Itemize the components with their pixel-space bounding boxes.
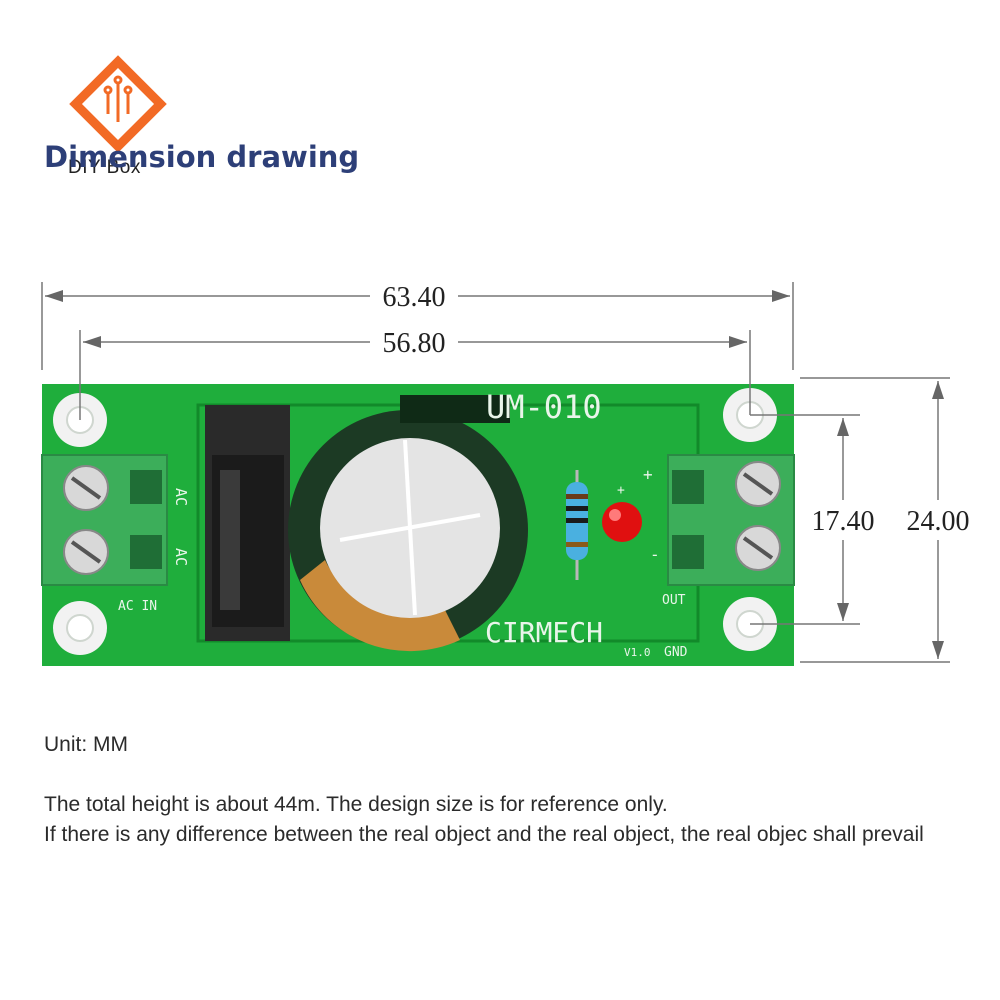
led [602,502,642,542]
silk-model: UM-010 [486,388,602,426]
notes-block: Unit: MM The total height is about 44m. … [44,730,964,850]
input-terminal-block [41,454,168,586]
capacitor [288,395,528,652]
difference-note: If there is any difference between the r… [44,823,924,846]
silk-ac-in: AC IN [118,599,157,614]
unit-note: Unit: MM [44,733,128,756]
silk-minus: - [650,545,660,564]
page-title: Dimension drawing [44,140,360,174]
dim-hole-spacing-x: 56.80 [383,328,446,359]
silk-out: OUT [662,593,686,608]
silk-ac-top: AC [172,488,190,506]
dim-overall-height: 24.00 [907,506,970,537]
dim-overall-width: 63.40 [383,282,446,313]
bridge-rectifier [205,405,290,641]
diy-box-logo [69,55,167,153]
resistor [566,470,588,580]
dim-hole-spacing-y: 17.40 [812,506,875,537]
silk-maker: CIRMECH [485,616,603,649]
logo-text: DIY Box [68,157,141,178]
silk-ac-bottom: AC [172,548,190,566]
output-terminal-block [667,454,795,586]
silk-plus-led: + [617,483,625,498]
silk-gnd: GND [664,645,688,660]
silk-plus-top: + [643,465,653,484]
mounting-hole-bottom-left [53,601,107,655]
height-note: The total height is about 44m. The desig… [44,793,668,816]
silk-version: V1.0 [624,646,651,659]
